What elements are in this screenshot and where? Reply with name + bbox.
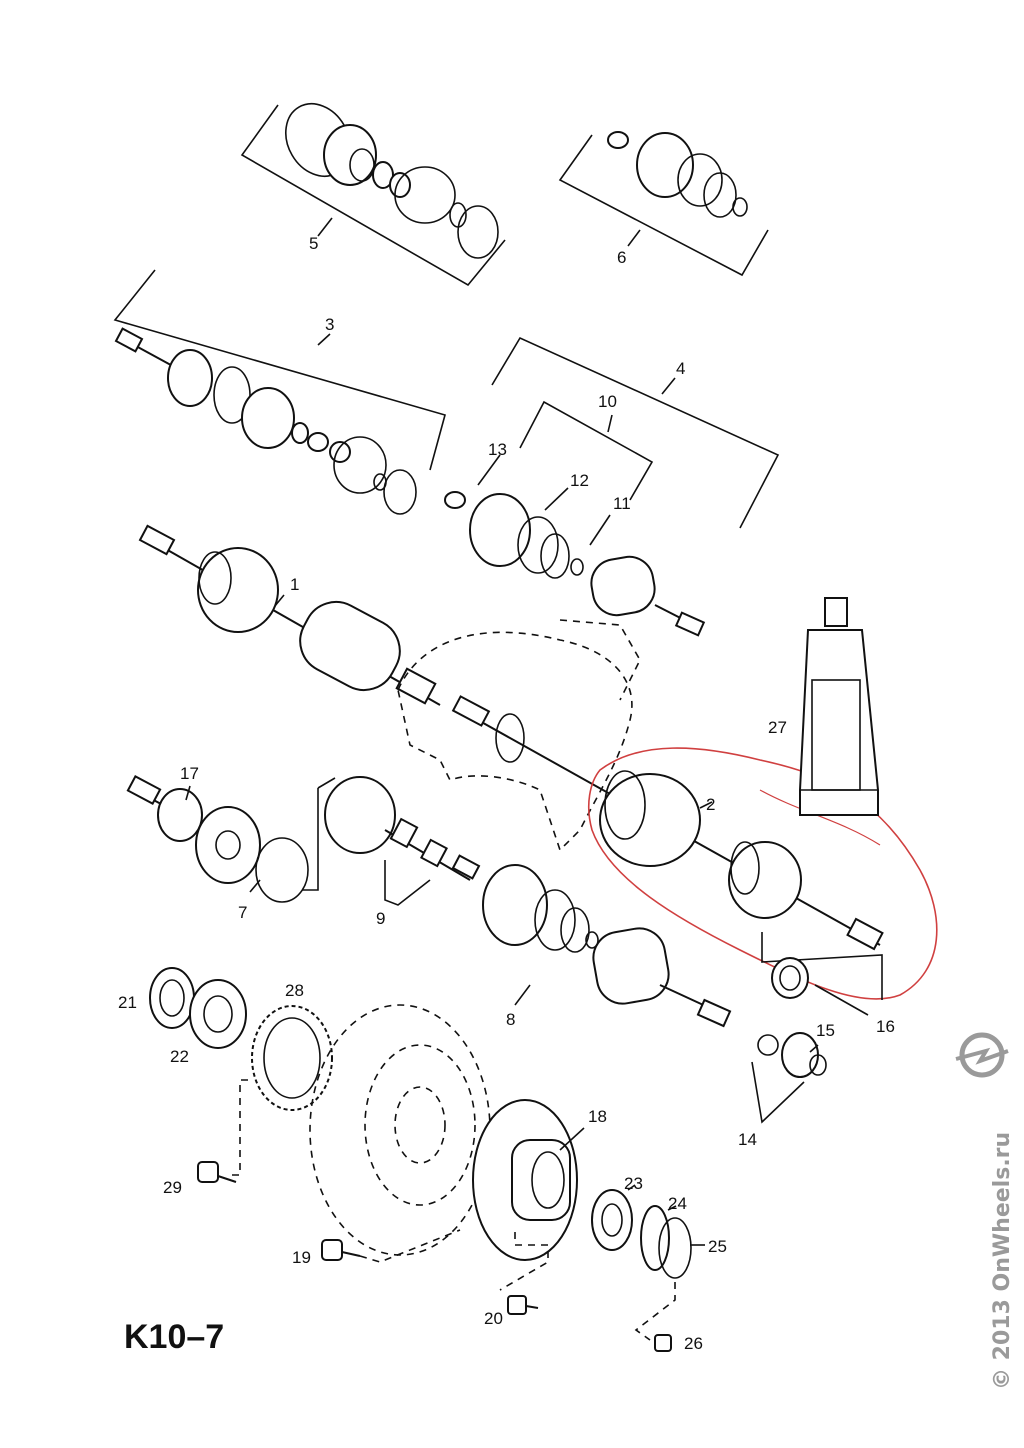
callout-12: 12 [570,471,589,490]
callout-2: 2 [706,795,715,814]
callout-23: 23 [624,1174,643,1193]
part-group-6-boot-kit [558,131,769,277]
part-28-abs-ring [197,1005,333,1183]
callout-labels: 1 2 3 4 5 6 7 8 9 10 11 12 13 14 15 16 1… [118,234,895,1353]
highlight-outline [587,747,938,1000]
callout-29: 29 [163,1178,182,1197]
callout-6: 6 [617,248,626,267]
brake-disc [309,1004,491,1256]
part-group-7-9-17 [126,775,481,906]
part-27-grease-tube [799,597,879,816]
callout-4: 4 [676,359,685,378]
differential-housing [397,619,641,852]
part-2-drive-shaft [451,695,884,951]
part-group-21-22-bearings [149,967,247,1049]
callout-20: 20 [484,1309,503,1328]
callout-17: 17 [180,764,199,783]
callout-14: 14 [738,1130,757,1149]
callout-9: 9 [376,909,385,928]
part-8-inner-joint [482,864,732,1028]
callout-26: 26 [684,1334,703,1353]
callout-24: 24 [668,1194,687,1213]
callout-25: 25 [708,1237,727,1256]
callout-21: 21 [118,993,137,1012]
copyright-watermark: © 2013 OnWheels.ru [990,1131,1015,1390]
highlight-outline-tail [759,789,881,846]
callout-16: 16 [876,1017,895,1036]
callout-7: 7 [238,903,247,922]
callout-3: 3 [325,315,334,334]
callout-13: 13 [488,440,507,459]
part-18-wheel-hub [321,1099,585,1315]
callout-11: 11 [613,494,631,513]
callout-15: 15 [816,1021,835,1040]
callout-22: 22 [170,1047,189,1066]
opel-blitz-icon [955,1032,1009,1078]
callout-19: 19 [292,1248,311,1267]
part-group-14-15-16 [751,932,883,1124]
callout-28: 28 [285,981,304,1000]
callout-5: 5 [309,234,318,253]
part-1-drive-shaft [138,524,441,706]
part-group-23-26 [591,1184,705,1352]
callout-8: 8 [506,1010,515,1029]
callout-18: 18 [588,1107,607,1126]
callout-27: 27 [768,718,787,737]
part-group-4-inner-joint-kit [444,336,780,637]
part-group-3-outer-joint-kit [113,269,446,515]
diagram-code: K10–7 [124,1318,225,1356]
callout-10: 10 [598,392,617,411]
callout-1: 1 [290,575,299,594]
part-group-5-boot-kit [240,103,506,287]
